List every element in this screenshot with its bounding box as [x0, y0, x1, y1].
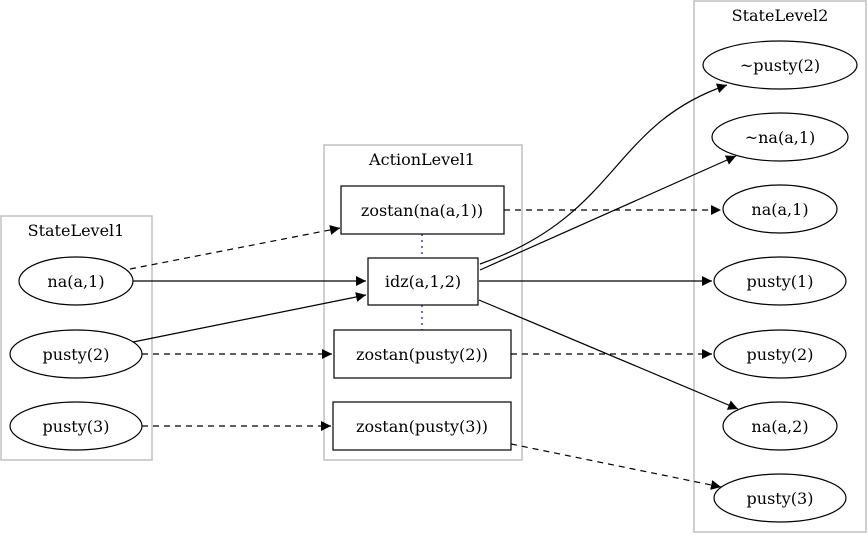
node-action-zostan-na-a1-label: zostan(na(a,1))	[361, 201, 483, 220]
cluster-state-level-2: StateLevel2	[693, 0, 867, 533]
node-action-idz: idz(a,1,2)	[367, 257, 479, 306]
cluster-state-level-2-box	[693, 0, 867, 533]
edge-a-zostan-p3-to-s2-pusty3	[510, 443, 722, 490]
node-s1-pusty2: pusty(2)	[9, 329, 143, 379]
node-s2-pusty1-label: pusty(1)	[747, 272, 814, 291]
node-action-zostan-pusty3: zostan(pusty(3))	[332, 401, 512, 451]
node-s2-na-a2: na(a,2)	[722, 401, 838, 451]
edge-a-idz-to-s2-na-a2	[478, 299, 739, 410]
node-s2-pusty2: pusty(2)	[713, 329, 847, 379]
cluster-action-level-1: ActionLevel1	[323, 144, 523, 461]
cluster-action-level-1-label: ActionLevel1	[368, 150, 475, 169]
node-action-zostan-pusty2-label: zostan(pusty(2))	[356, 345, 488, 364]
edge-a-idz-to-s2-not-pusty2	[479, 83, 728, 265]
node-s2-pusty3: pusty(3)	[713, 473, 847, 523]
node-s2-not-na-a1-label: ~na(a,1)	[745, 128, 816, 147]
edge-s1-pusty2-to-a-idz	[132, 292, 367, 343]
node-action-zostan-na-a1: zostan(na(a,1))	[340, 185, 505, 235]
node-action-idz-label: idz(a,1,2)	[385, 272, 461, 291]
edges-layer	[129, 83, 739, 490]
node-s2-pusty1: pusty(1)	[713, 256, 847, 306]
node-s1-pusty3: pusty(3)	[9, 401, 143, 451]
node-action-zostan-pusty3-label: zostan(pusty(3))	[356, 417, 488, 436]
node-s1-na-a1: na(a,1)	[18, 256, 134, 306]
cluster-action-level-1-box	[323, 144, 523, 461]
node-s2-not-pusty2: ~pusty(2)	[702, 40, 858, 90]
node-s2-pusty2-label: pusty(2)	[747, 345, 814, 364]
edge-a-idz-to-s2-not-na-a1	[479, 155, 737, 271]
node-action-zostan-pusty2: zostan(pusty(2))	[333, 329, 512, 379]
node-s2-not-pusty2-label: ~pusty(2)	[740, 56, 820, 75]
node-s2-na-a2-label: na(a,2)	[751, 417, 808, 436]
cluster-state-level-1-label: StateLevel1	[28, 221, 125, 240]
node-s2-pusty3-label: pusty(3)	[747, 489, 814, 508]
node-s1-pusty2-label: pusty(2)	[43, 345, 110, 364]
node-s1-na-a1-label: na(a,1)	[47, 272, 104, 291]
node-s2-not-na-a1: ~na(a,1)	[711, 112, 849, 162]
node-s1-pusty3-label: pusty(3)	[43, 417, 110, 436]
cluster-state-level-2-label: StateLevel2	[732, 6, 829, 25]
node-s2-na-a1-label: na(a,1)	[751, 200, 808, 219]
node-s2-na-a1: na(a,1)	[722, 184, 838, 234]
edge-s1-na-a1-to-a-zostan-na	[129, 225, 341, 270]
